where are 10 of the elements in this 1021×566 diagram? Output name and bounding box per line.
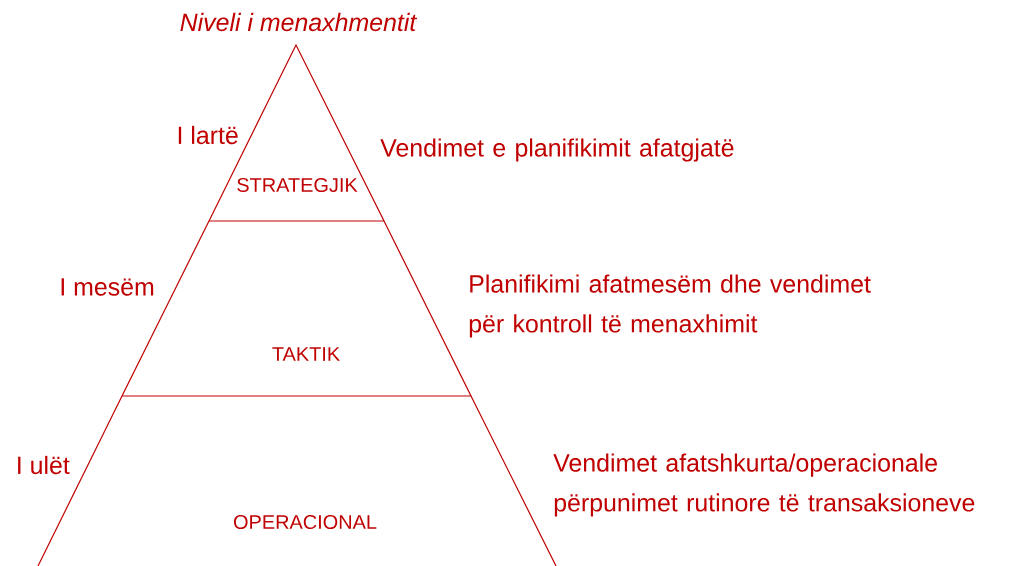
level-name: I mesëm bbox=[61, 278, 154, 296]
level-description: Planifikimi afatmesëm dhe vendimet për kontroll të menaxhimit bbox=[469, 274, 871, 338]
level-name: I ulët bbox=[18, 455, 70, 475]
level-label: STRATEGJIK bbox=[237, 177, 358, 193]
level-label: OPERACIONAL bbox=[233, 514, 377, 530]
level-description: Vendimet afatshkurta/operacionale përpunimet rutinore të transaksioneve bbox=[553, 453, 975, 517]
level-label: TAKTIK bbox=[272, 347, 340, 361]
title: Niveli i menaxhmentit bbox=[180, 12, 418, 32]
level-description: Vendimet e planifikimit afatgjatë bbox=[380, 138, 734, 162]
level-name: I lartë bbox=[178, 125, 238, 145]
